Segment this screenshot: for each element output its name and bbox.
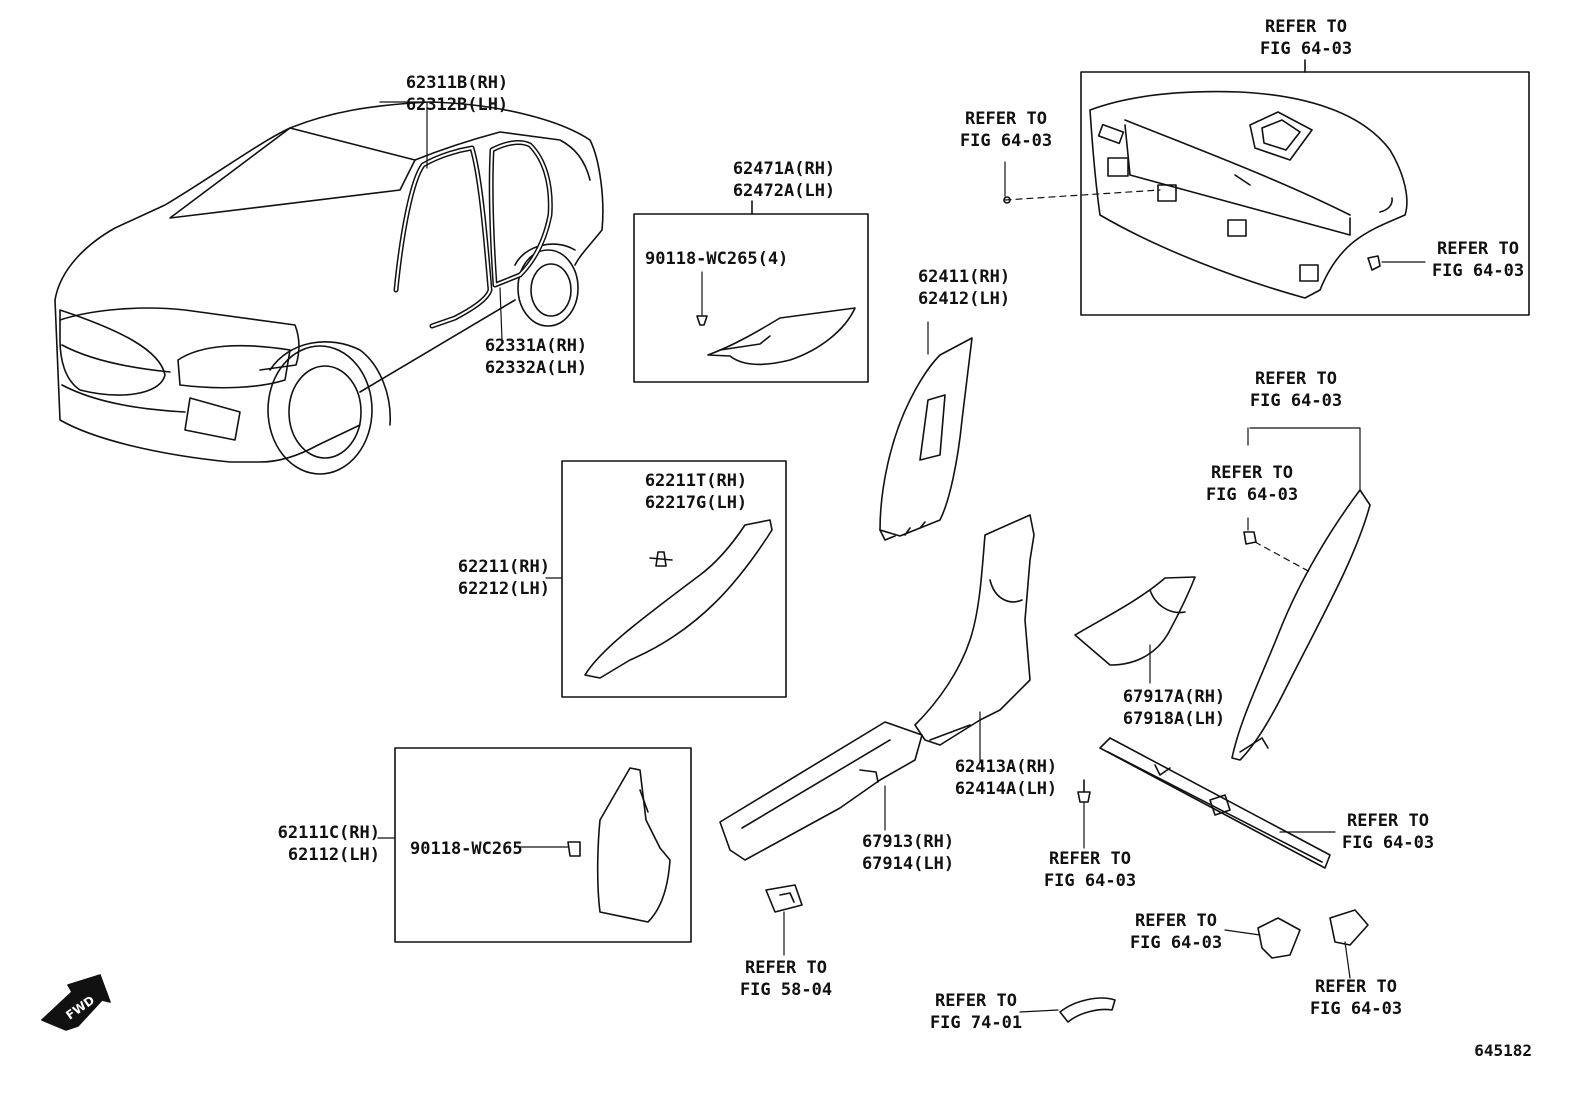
box-a-pillar-trim (545, 460, 787, 698)
b-pillar-upper-trim (879, 321, 973, 541)
label-door-opening-trim: 62311B(RH) 62312B(LH) (405, 73, 509, 115)
scuff-plate-front (719, 721, 923, 861)
diagram-number: 645182 (1474, 1041, 1532, 1060)
scuff-plate-rear (1074, 576, 1196, 684)
box-cowl-side-trim (377, 747, 692, 943)
ref-tray-clip-right: REFER TO FIG 64-03 (1431, 239, 1525, 281)
ref-handle: REFER TO FIG 74-01 (929, 991, 1023, 1033)
label-cowl-side-trim: 62111C(RH) 62112(LH) (277, 823, 380, 865)
label-a-pillar-clip: 62211T(RH) 62217G(LH) (644, 471, 748, 513)
label-clip-1: 90118-WC265 (410, 839, 523, 859)
box-rear-quarter-trim (633, 200, 869, 383)
ref-tray-clip-left: REFER TO FIG 64-03 (959, 109, 1053, 151)
c-pillar-trim (1231, 427, 1371, 761)
label-a-pillar-trim: 62211(RH) 62212(LH) (457, 557, 550, 599)
ref-c-pillar: REFER TO FIG 64-03 (1249, 369, 1343, 411)
b-pillar-lower-trim (914, 514, 1035, 763)
label-scuff-plate-front: 67913(RH) 67914(LH) (861, 832, 955, 874)
ref-clip-bottom: REFER TO FIG 64-03 (1043, 849, 1137, 891)
rear-sill-trim (1099, 737, 1336, 869)
misc-parts (765, 779, 1369, 1023)
fwd-arrow-icon: FWD (41, 974, 111, 1031)
label-clip-4: 90118-WC265(4) (645, 249, 789, 269)
label-scuff-plate-rear: 67917A(RH) 67918A(LH) (1122, 687, 1226, 729)
label-b-pillar-upper: 62411(RH) 62412(LH) (917, 267, 1011, 309)
ref-rear-sill: REFER TO FIG 64-03 (1341, 811, 1435, 853)
ref-c-pillar-clip: REFER TO FIG 64-03 (1205, 463, 1299, 505)
ref-small-panel: REFER TO FIG 64-03 (1129, 911, 1223, 953)
label-rear-quarter-trim: 62471A(RH) 62472A(LH) (732, 159, 836, 201)
label-door-weatherstrip: 62331A(RH) 62332A(LH) (484, 336, 588, 378)
box-package-tray (1003, 59, 1530, 316)
ref-package-tray: REFER TO FIG 64-03 (1259, 17, 1353, 59)
ref-switch: REFER TO FIG 58-04 (739, 958, 833, 1000)
label-b-pillar-lower: 62413A(RH) 62414A(LH) (954, 757, 1058, 799)
vehicle-outline (54, 101, 604, 475)
ref-small-cover: REFER TO FIG 64-03 (1309, 977, 1403, 1019)
